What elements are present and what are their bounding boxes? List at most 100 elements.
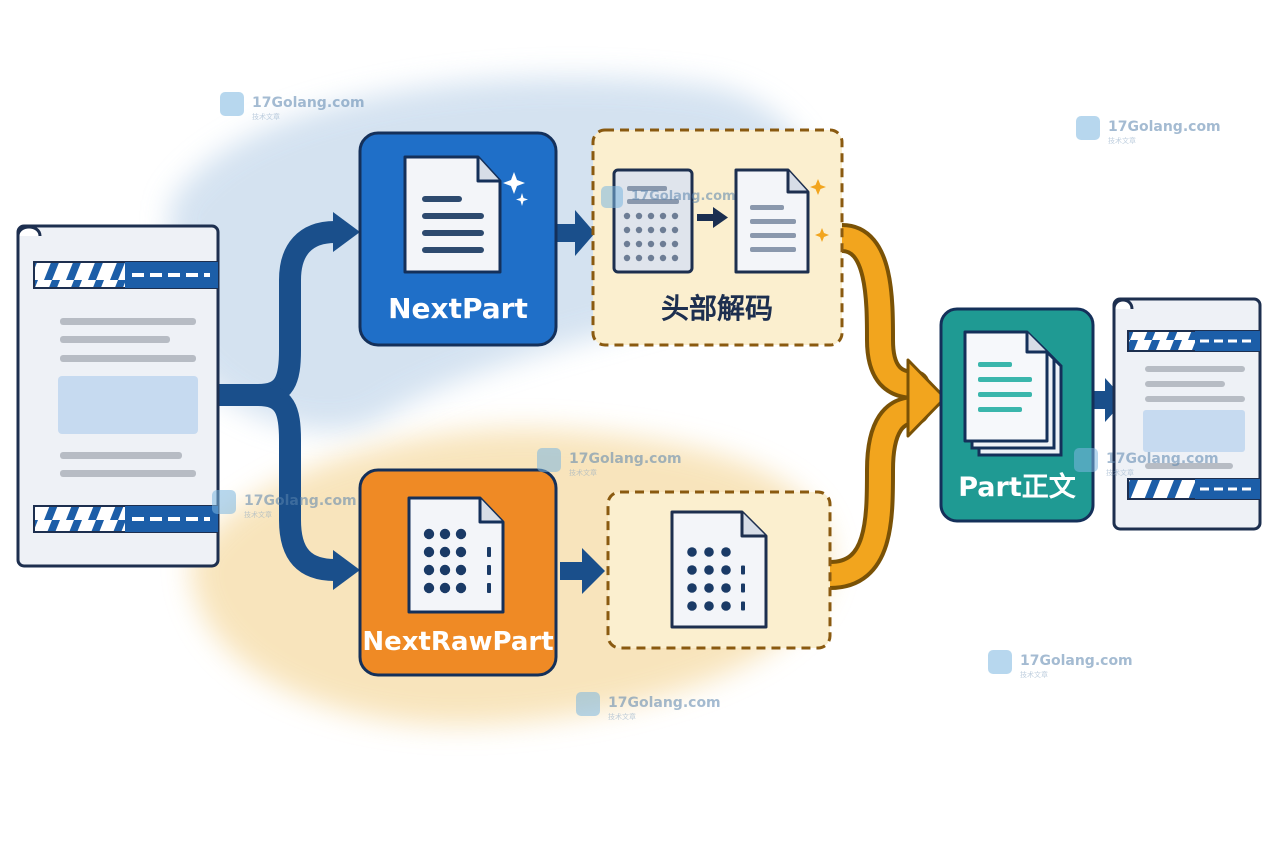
watermark: 17Golang.com 技术文章 [1074,448,1219,477]
svg-text:技术文章: 技术文章 [244,510,272,519]
watermarks: 17Golang.com 技术文章 17Golang.com 技术文章 17Go… [212,92,1221,721]
data-dot [659,226,667,234]
watermark: 17Golang.com 技术文章 [220,92,365,121]
data-dot [423,528,435,540]
header-decode-node: 头部解码 [591,128,844,347]
data-dot [671,254,679,262]
data-dot [439,564,451,576]
svg-text:17Golang.com: 17Golang.com [1020,653,1133,669]
data-dot [423,582,435,594]
next-raw-part-node: NextRawPart [358,468,558,677]
data-dot [439,546,451,558]
raw-output-node [606,490,832,650]
data-dot [647,212,655,220]
raw-data-dots [423,528,491,594]
header-decode-label: 头部解码 [661,292,773,325]
svg-text:技术文章: 技术文章 [569,468,597,477]
data-bar [741,601,745,611]
data-dot [455,528,467,540]
data-bar [487,583,491,593]
next-part-label: NextPart [388,292,528,325]
svg-text:技术文章: 技术文章 [1020,670,1048,679]
output-document [1112,297,1262,531]
data-dot [659,212,667,220]
watermark: 17Golang.com 技术文章 [1076,116,1221,145]
data-dot [423,546,435,558]
watermark: 17Golang.com 技术文章 [988,650,1133,679]
encoded-header-icon [612,168,694,274]
data-dot [455,546,467,558]
decoded-document-icon [734,168,810,274]
input-document [16,224,220,568]
data-dot [671,226,679,234]
connector-arrows [218,210,1125,594]
svg-text:17Golang.com: 17Golang.com [244,493,357,509]
watermark: 17Golang.com [601,186,736,208]
svg-text:17Golang.com: 17Golang.com [608,695,721,711]
next-raw-part-label: NextRawPart [362,627,553,657]
data-dot [671,212,679,220]
data-dot [687,601,697,611]
data-dot [635,226,643,234]
data-dot [704,565,714,575]
svg-text:17Golang.com: 17Golang.com [569,451,682,467]
data-dot [704,547,714,557]
header-code-dots [623,212,679,262]
data-dot [623,254,631,262]
data-dot [721,565,731,575]
data-dot [439,582,451,594]
sparkle-icon [503,172,525,194]
raw-document-icon [407,496,505,614]
data-dot [659,254,667,262]
document-icon [403,155,502,274]
stacked-documents-icon [963,330,1063,457]
data-dot [635,254,643,262]
next-part-node: NextPart [358,131,558,347]
data-dot [647,240,655,248]
svg-text:17Golang.com: 17Golang.com [631,189,736,204]
data-dot [623,226,631,234]
data-bar [741,583,745,593]
data-dot [721,583,731,593]
arrow-icon [713,207,728,228]
data-dot [423,564,435,576]
data-dot [671,240,679,248]
part-body-node: Part正文 [939,307,1095,523]
data-dot [635,212,643,220]
raw-output-document-icon [670,510,768,629]
sparkle-icon [810,179,826,195]
data-bar [487,547,491,557]
svg-text:17Golang.com: 17Golang.com [1108,119,1221,135]
data-dot [455,564,467,576]
svg-text:技术文章: 技术文章 [1106,468,1134,477]
data-dot [659,240,667,248]
part-body-label: Part正文 [958,471,1077,503]
svg-text:技术文章: 技术文章 [252,112,280,121]
data-dot [647,226,655,234]
watermark: 17Golang.com 技术文章 [537,448,682,477]
svg-text:技术文章: 技术文章 [608,712,636,721]
data-dot [623,240,631,248]
watermark: 17Golang.com 技术文章 [212,490,357,519]
data-dot [687,583,697,593]
data-dot [455,582,467,594]
svg-text:17Golang.com: 17Golang.com [1106,451,1219,467]
data-bar [487,565,491,575]
data-dot [721,547,731,557]
data-dot [439,528,451,540]
svg-text:技术文章: 技术文章 [1108,136,1136,145]
data-dot [623,212,631,220]
data-dot [687,565,697,575]
data-dot [635,240,643,248]
watermark: 17Golang.com 技术文章 [576,692,721,721]
data-dot [687,547,697,557]
data-dot [721,601,731,611]
data-dot [704,601,714,611]
data-dot [704,583,714,593]
raw-output-dots [687,547,745,611]
data-dot [647,254,655,262]
svg-text:17Golang.com: 17Golang.com [252,95,365,111]
data-bar [741,565,745,575]
